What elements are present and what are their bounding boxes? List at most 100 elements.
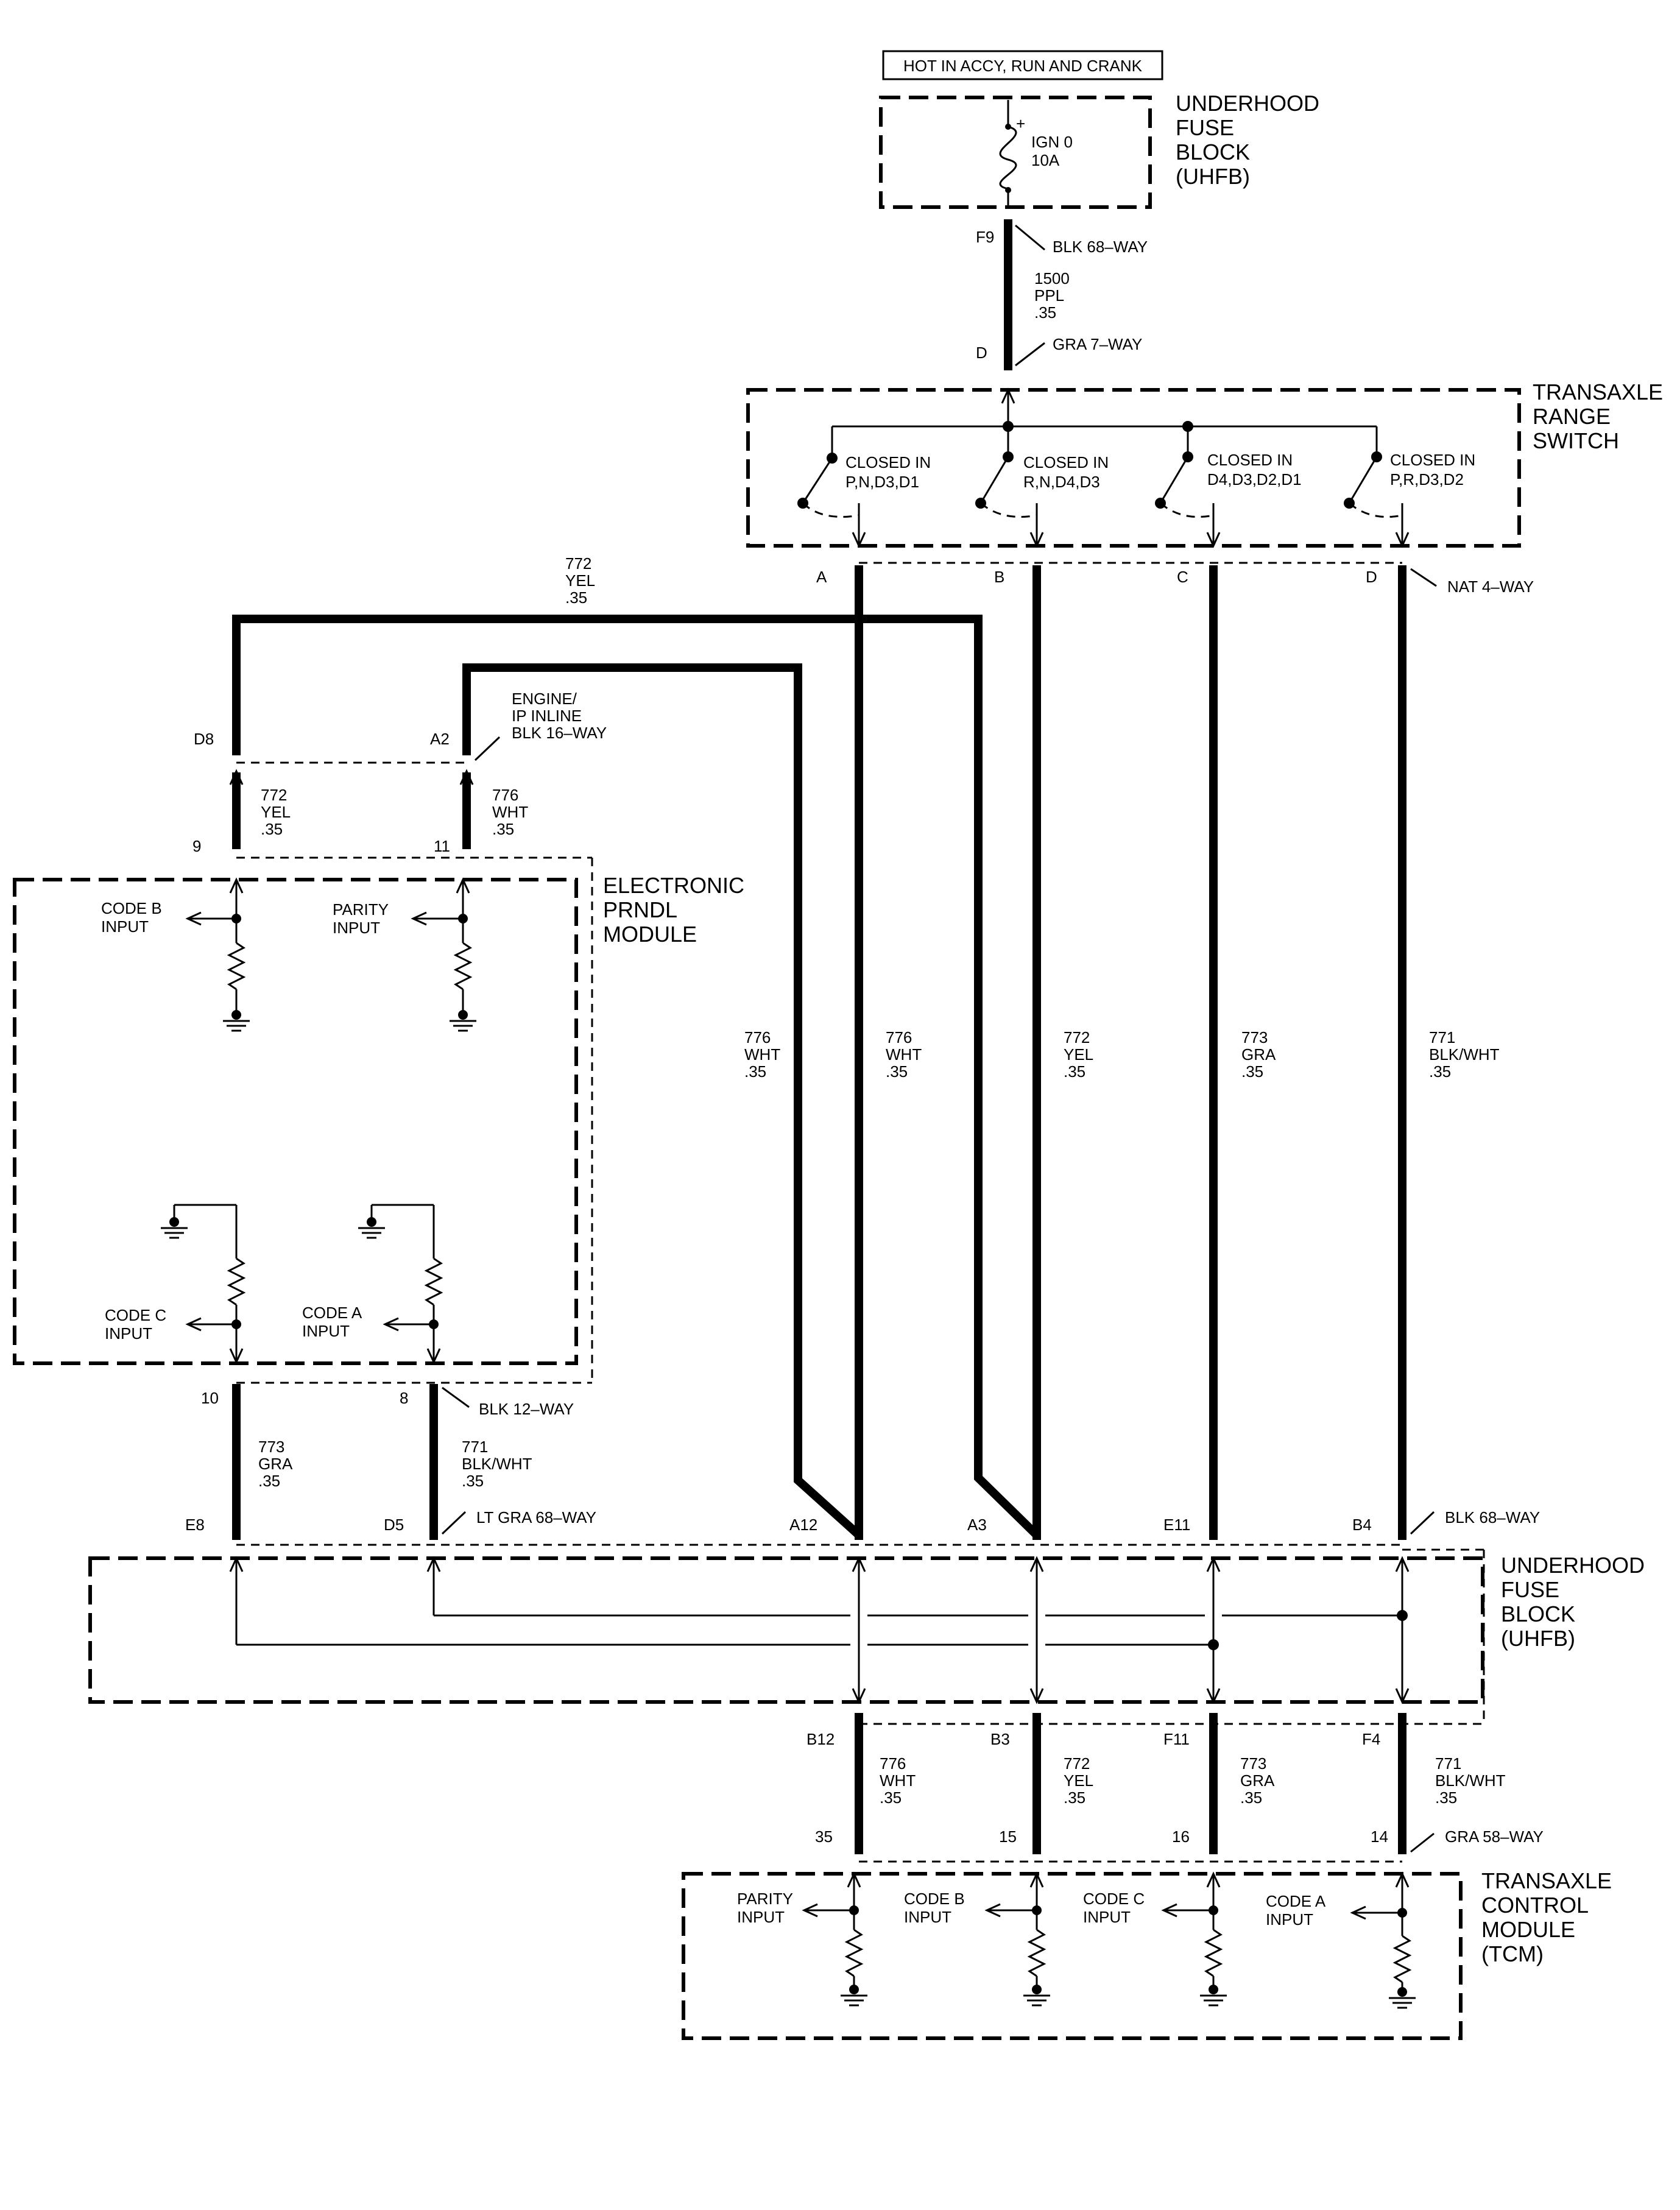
tcm-code-a-circuit (1350, 1871, 1416, 2009)
long-wire-3-circuit: 772 (1064, 1028, 1090, 1047)
trs-title-line1: TRANSAXLE (1533, 380, 1663, 404)
trs-pin-b: B (994, 568, 1004, 586)
trs-switch-4: CLOSED IN P,R,D3,D2 (1344, 426, 1475, 548)
tcm-code-b-line2: INPUT (904, 1908, 951, 1926)
power-note: HOT IN ACCY, RUN AND CRANK (903, 57, 1143, 75)
long-wire-5-color: BLK/WHT (1429, 1045, 1500, 1064)
tcm-title-line1: TRANSAXLE (1481, 1868, 1612, 1893)
prndl-parity-line1: PARITY (333, 900, 389, 919)
prndl-code-c-line1: CODE C (105, 1306, 166, 1324)
tcm-connector: GRA 58–WAY (1445, 1827, 1544, 1846)
uhfb-top-title-line3: BLOCK (1176, 139, 1250, 164)
prndl-parity-line2: INPUT (333, 919, 380, 937)
prndl-parity-circuit (411, 877, 476, 1032)
fuse-name: IGN 0 (1031, 133, 1073, 151)
uhfb-top-title-line2: FUSE (1176, 115, 1234, 140)
yel-top-color: YEL (565, 571, 595, 590)
uhfb-pin-f11: F11 (1163, 1730, 1190, 1748)
trs-switch-3: CLOSED IN D4,D3,D2,D1 (1155, 421, 1302, 548)
tcm-code-b-line1: CODE B (904, 1890, 965, 1908)
long-wire-4-color: GRA (1241, 1045, 1276, 1064)
tcm-wire-4-circuit: 771 (1435, 1754, 1461, 1773)
trs-switch-2-line2: R,N,D4,D3 (1023, 473, 1100, 491)
prndl-bottom-connector: BLK 12–WAY (479, 1400, 574, 1418)
tcm-title-line4: (TCM) (1481, 1941, 1544, 1966)
prndl-code-a-circuit (358, 1204, 443, 1364)
prndl-code-c-circuit (161, 1204, 246, 1364)
long-wire-2-circuit: 776 (886, 1028, 912, 1047)
trs-switch-3-line2: D4,D3,D2,D1 (1207, 470, 1302, 489)
trs-switch-3-line1: CLOSED IN (1207, 451, 1293, 469)
prndl-pin-11: 11 (434, 837, 450, 855)
fuse-icon (999, 100, 1017, 207)
tcm-wire-2-color: YEL (1064, 1771, 1093, 1790)
trs-pin-in: D (976, 344, 987, 362)
long-wire-label-3: 772 YEL .35 (1064, 1028, 1093, 1081)
uhfb-internal-wiring (229, 1556, 1410, 1704)
long-wire-2-gauge: .35 (886, 1062, 908, 1081)
long-wire-label-2: 776 WHT .35 (886, 1028, 922, 1081)
tcm-parity-line2: INPUT (737, 1908, 785, 1926)
uhfb-bottom-title-line4: (UHFB) (1501, 1626, 1575, 1651)
prndl-pin-8: 8 (400, 1389, 408, 1407)
tcm-wire-2-circuit: 772 (1064, 1754, 1090, 1773)
inline-pin-a2: A2 (430, 730, 450, 748)
prndl-code-a-line1: CODE A (302, 1304, 362, 1322)
long-wire-1-circuit: 776 (744, 1028, 771, 1047)
prndl-pin-10: 10 (201, 1389, 219, 1407)
prndl-code-b-line1: CODE B (101, 899, 162, 917)
uhfb-pin-b3: B3 (990, 1730, 1010, 1748)
uhfb-pin-e8: E8 (185, 1516, 205, 1534)
prndl-title-line1: ELECTRONIC (603, 873, 744, 898)
uhfb-bottom-title-line2: FUSE (1501, 1577, 1559, 1602)
uhfb-pin-f4: F4 (1362, 1730, 1380, 1748)
prndl-bottom-wire-1-color: GRA (258, 1455, 293, 1473)
tcm-wire-1-circuit: 776 (880, 1754, 906, 1773)
tcm-wire-3-circuit: 773 (1240, 1754, 1266, 1773)
tcm-code-b-circuit (984, 1871, 1050, 2007)
long-wire-label-5: 771 BLK/WHT .35 (1429, 1028, 1500, 1081)
inline-name-line2: IP INLINE (512, 707, 582, 725)
prndl-box (13, 878, 578, 1365)
inline-leader (474, 736, 501, 761)
feed-wire-circuit: 1500 (1034, 269, 1070, 288)
trs-switch-4-line1: CLOSED IN (1390, 451, 1475, 469)
prndl-wire-1-gauge: .35 (261, 820, 283, 838)
tcm-pin-15: 15 (999, 1827, 1017, 1846)
uhfb-top-box (879, 96, 1152, 209)
trs-title-line3: SWITCH (1533, 428, 1619, 453)
prndl-code-b-line2: INPUT (101, 917, 149, 936)
uhfb-pin-b4: B4 (1352, 1516, 1372, 1534)
uhfb-b4-leader (1410, 1511, 1435, 1535)
trs-switch-4-line2: P,R,D3,D2 (1390, 470, 1464, 489)
trs-box (746, 388, 1521, 548)
prndl-wire-1-circuit: 772 (261, 786, 287, 804)
tcm-wire-4-color: BLK/WHT (1435, 1771, 1506, 1790)
tcm-box (682, 1872, 1463, 2040)
trs-switch-1-line2: P,N,D3,D1 (845, 473, 919, 491)
uhfb-pin-e11: E11 (1163, 1516, 1190, 1534)
tcm-pin-35: 35 (815, 1827, 833, 1846)
uhfb-top-title: UNDERHOOD FUSE BLOCK (UHFB) (1176, 91, 1319, 189)
prndl-title-line3: MODULE (603, 922, 697, 947)
tcm-code-c-line2: INPUT (1083, 1908, 1131, 1926)
yel-top-circuit: 772 (565, 554, 591, 573)
trs-switch-2: CLOSED IN R,N,D4,D3 (975, 426, 1109, 548)
uhfb-top-title-line1: UNDERHOOD (1176, 91, 1319, 116)
uhfb-connector-d5: LT GRA 68–WAY (476, 1508, 596, 1527)
prndl-wire-2-gauge: .35 (492, 820, 514, 838)
tcm-code-c-circuit (1161, 1871, 1227, 2007)
uhfb-pin-a3: A3 (967, 1516, 987, 1534)
long-wire-5-circuit: 771 (1429, 1028, 1455, 1047)
prndl-wire-2-color: WHT (492, 803, 528, 821)
uhfb-top-title-line4: (UHFB) (1176, 164, 1250, 189)
prndl-code-c-line2: INPUT (105, 1324, 152, 1343)
power-note-box (882, 50, 1163, 80)
uhfb-bottom-title-line3: BLOCK (1501, 1601, 1575, 1626)
tcm-title-line2: CONTROL (1481, 1893, 1589, 1918)
tcm-pin-16: 16 (1172, 1827, 1190, 1846)
uhfb-pin-b12: B12 (806, 1730, 835, 1748)
long-wire-3-gauge: .35 (1064, 1062, 1085, 1081)
inline-pin-d8: D8 (194, 730, 214, 748)
